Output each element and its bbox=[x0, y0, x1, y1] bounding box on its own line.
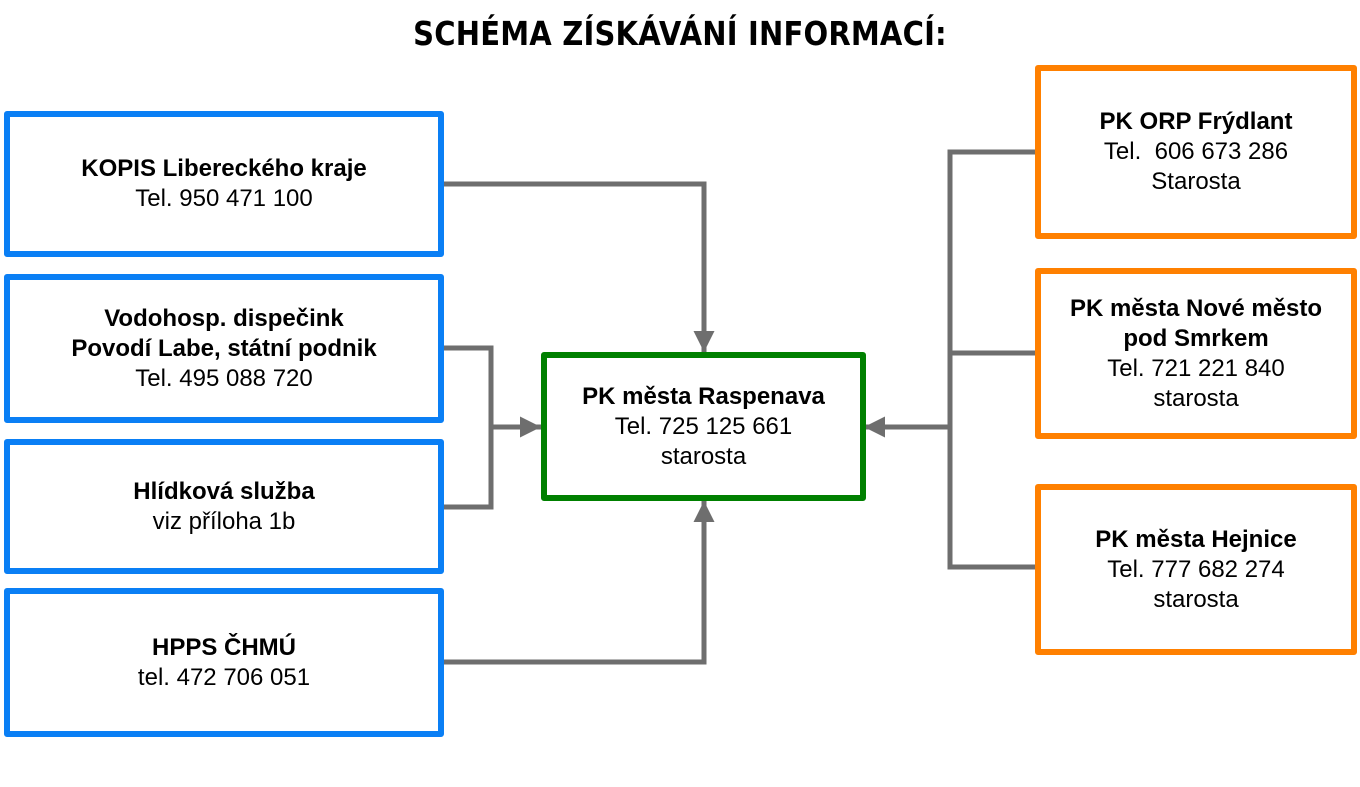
node-phone: Tel. 606 673 286 bbox=[1103, 138, 1289, 165]
node-name: Hlídková služba bbox=[133, 477, 315, 505]
node-phone: Tel. 495 088 720 bbox=[135, 364, 313, 392]
node-name: PK města Raspenava bbox=[582, 382, 825, 410]
node-name: PK města Nové město bbox=[1069, 294, 1323, 322]
edge-vodohosp-bracket bbox=[443, 345, 494, 510]
center-node: PK města Raspenava Tel. 725 125 661 star… bbox=[541, 352, 866, 501]
edge-kopis-to-center bbox=[443, 181, 715, 352]
node-phone: tel. 472 706 051 bbox=[137, 663, 311, 691]
target-frydlant: PK ORP Frýdlant Tel. 606 673 286 Starost… bbox=[1035, 65, 1357, 239]
node-name: Vodohosp. dispečink bbox=[104, 304, 344, 332]
node-name-line2: Povodí Labe, státní podnik bbox=[71, 334, 377, 362]
node-role: starosta bbox=[660, 442, 747, 470]
edge-hpps-to-center bbox=[443, 501, 715, 665]
node-phone: Tel. 725 125 661 bbox=[614, 412, 793, 440]
node-role: starosta bbox=[1153, 585, 1239, 613]
node-name-line2: pod Smrkem bbox=[1123, 324, 1269, 352]
node-role: Starosta bbox=[1151, 168, 1241, 195]
source-hpps: HPPS ČHMÚ tel. 472 706 051 bbox=[4, 588, 444, 737]
node-phone: Tel. 721 221 840 bbox=[1107, 354, 1285, 382]
source-kopis: KOPIS Libereckého kraje Tel. 950 471 100 bbox=[4, 111, 444, 257]
node-role: starosta bbox=[1153, 384, 1239, 412]
node-name: PK ORP Frýdlant bbox=[1099, 108, 1293, 135]
node-phone: Tel. 950 471 100 bbox=[135, 185, 313, 212]
target-hejnice: PK města Hejnice Tel. 777 682 274 staros… bbox=[1035, 484, 1357, 655]
node-name: KOPIS Libereckého kraje bbox=[81, 155, 367, 182]
source-vodohosp: Vodohosp. dispečink Povodí Labe, státní … bbox=[4, 274, 444, 423]
node-name: HPPS ČHMÚ bbox=[151, 633, 296, 661]
target-nove-mesto: PK města Nové město pod Smrkem Tel. 721 … bbox=[1035, 268, 1357, 439]
diagram-title: SCHÉMA ZÍSKÁVÁNÍ INFORMACÍ: bbox=[413, 14, 947, 53]
source-hlidkova: Hlídková služba viz příloha 1b bbox=[4, 439, 444, 574]
node-phone: Tel. 777 682 274 bbox=[1107, 555, 1285, 583]
edge-targets-bracket bbox=[947, 149, 1036, 570]
node-name: PK města Hejnice bbox=[1095, 525, 1297, 553]
node-note: viz příloha 1b bbox=[152, 507, 296, 535]
